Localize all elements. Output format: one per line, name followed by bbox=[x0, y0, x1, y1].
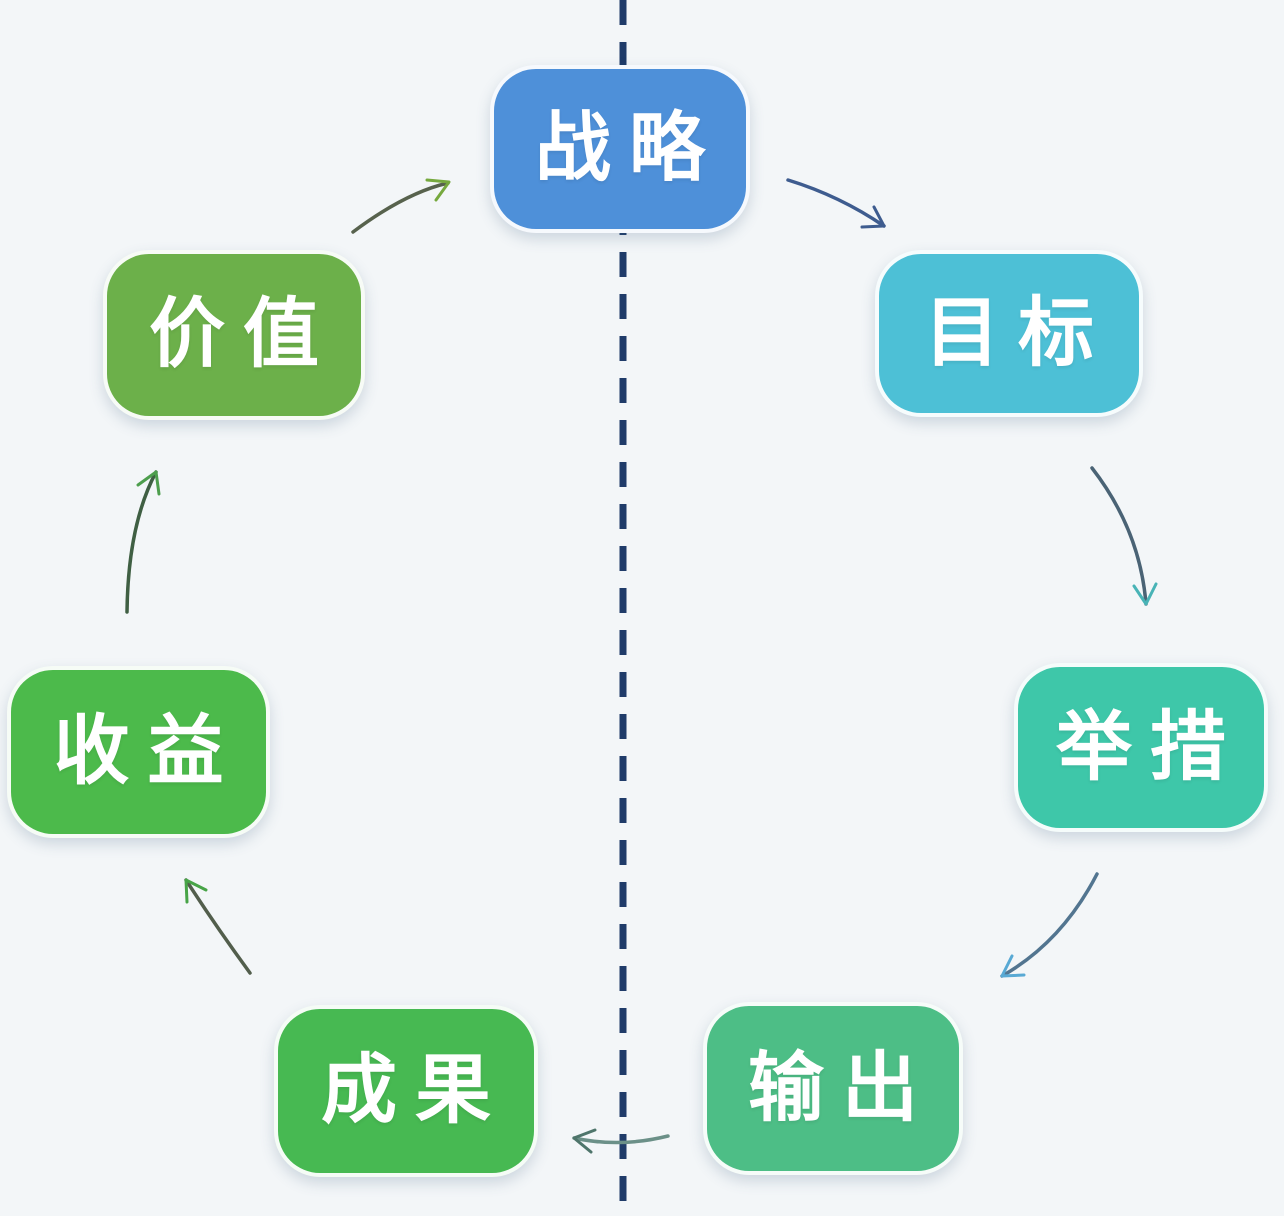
arrow-strategy-to-goal bbox=[786, 178, 886, 229]
node-initiative-label: 举措 bbox=[1056, 704, 1244, 790]
node-value-label: 价值 bbox=[149, 292, 337, 377]
node-strategy-label: 战略 bbox=[535, 106, 723, 191]
node-goal: 目标 bbox=[875, 250, 1143, 417]
node-initiative: 举措 bbox=[1014, 663, 1268, 832]
arrow-head bbox=[1132, 582, 1158, 606]
arrow-head bbox=[572, 1128, 597, 1154]
arrow-head bbox=[860, 205, 886, 229]
arrow-head bbox=[184, 878, 208, 904]
node-output-label: 输出 bbox=[748, 1045, 936, 1131]
arrow-initiative-to-output bbox=[1000, 872, 1099, 978]
node-benefit-label: 收益 bbox=[53, 709, 242, 794]
node-output: 输出 bbox=[703, 1002, 963, 1175]
arrow-shaft bbox=[1000, 872, 1099, 978]
arrow-result-to-benefit bbox=[184, 878, 252, 975]
arrow-benefit-to-value bbox=[125, 470, 161, 614]
arrow-shaft bbox=[786, 178, 886, 228]
arrow-goal-to-initiative bbox=[1090, 466, 1158, 606]
arrow-shaft bbox=[1090, 466, 1148, 606]
node-strategy: 战略 bbox=[490, 65, 750, 233]
node-result-label: 成果 bbox=[321, 1048, 509, 1133]
node-value: 价值 bbox=[103, 250, 365, 420]
arrow-head bbox=[1000, 954, 1026, 978]
node-benefit: 收益 bbox=[7, 666, 270, 838]
node-goal-label: 目标 bbox=[924, 290, 1112, 376]
arrow-shaft bbox=[351, 181, 450, 234]
node-result: 成果 bbox=[274, 1005, 538, 1177]
arrow-shaft bbox=[184, 878, 252, 975]
arrow-head bbox=[425, 178, 451, 202]
arrow-value-to-strategy bbox=[351, 178, 451, 234]
arrow-head bbox=[136, 470, 161, 496]
arrow-output-to-result bbox=[572, 1128, 670, 1154]
arrow-shaft bbox=[125, 470, 158, 614]
arrow-shaft bbox=[572, 1134, 670, 1145]
